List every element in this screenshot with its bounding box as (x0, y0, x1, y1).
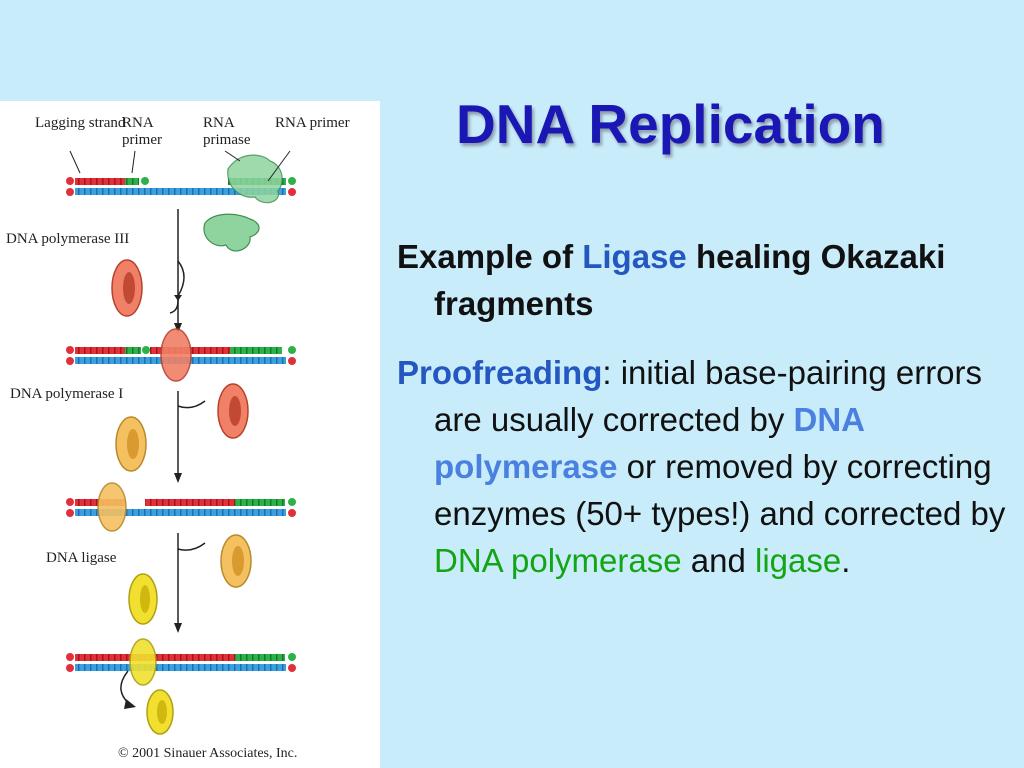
slide-title: DNA Replication (456, 93, 885, 155)
dna-polymerase-i-label: DNA polymerase I (10, 386, 124, 402)
copyright-text: © 2001 Sinauer Associates, Inc. (118, 746, 298, 761)
rna-primer-label-2: RNA primer (275, 115, 350, 131)
bullet-ligase: Example of Ligase healing Okazaki fragme… (397, 233, 1007, 327)
bullet1-post: healing Okazaki fragments (434, 238, 946, 322)
dna-ligase-label: DNA ligase (46, 550, 117, 566)
figure-drawing (66, 150, 296, 735)
slide-body: Example of Ligase healing Okazaki fragme… (397, 233, 1007, 606)
dna-polymerase-keyword: DNA polymerase (434, 401, 864, 485)
lagging-strand-label: Lagging strand (35, 115, 126, 131)
strand-2 (66, 328, 296, 382)
proofreading-keyword: Proofreading (397, 354, 603, 391)
bullet2-text-3: and (681, 542, 756, 579)
ligase-keyword-2: ligase (755, 542, 842, 579)
rna-primer-label: RNA primer (122, 115, 162, 148)
bullet2-text-2: or removed by correcting enzymes (50+ ty… (434, 448, 1006, 532)
bullet2-text-4: . (841, 542, 851, 579)
rna-primase-label: RNA primase (203, 115, 251, 148)
ligase-keyword: Ligase (582, 238, 687, 275)
strand-4 (66, 638, 296, 686)
bullet-proofreading: Proofreading: initial base-pairing error… (397, 349, 1007, 584)
bullet2-text-1: : initial base-pairing errors are usuall… (434, 354, 983, 438)
dna-replication-figure: Lagging strand RNA primer RNA primase RN… (0, 101, 380, 768)
bullet1-pre: Example of (397, 238, 583, 275)
strand-1 (66, 154, 296, 204)
dna-polymerase-keyword-2: DNA polymerase (434, 542, 682, 579)
strand-3 (66, 482, 296, 532)
dna-polymerase-iii-label: DNA polymerase III (6, 231, 130, 247)
